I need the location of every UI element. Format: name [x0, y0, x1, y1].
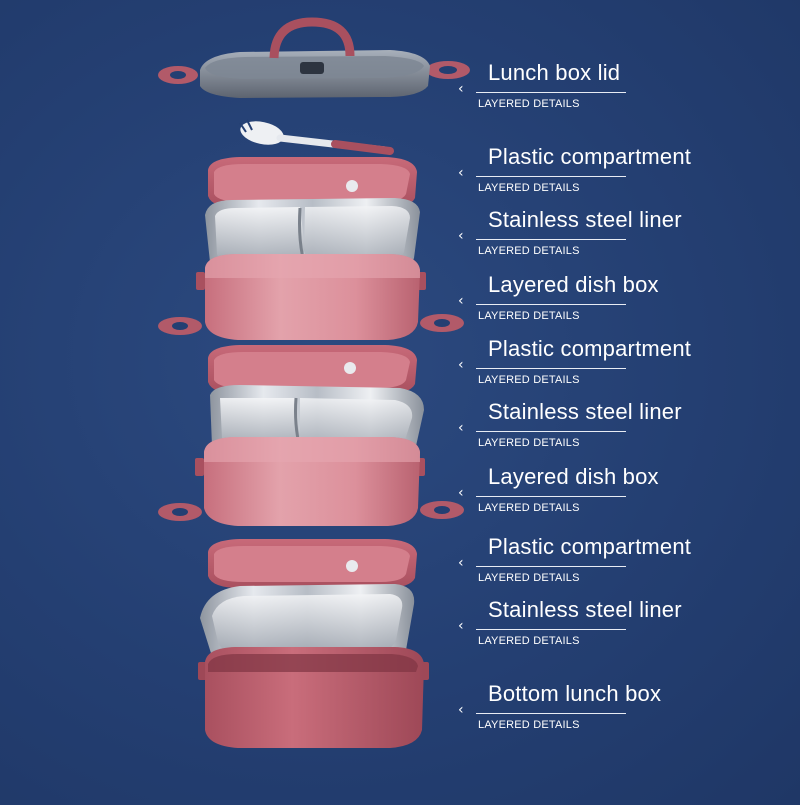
divider	[476, 92, 626, 93]
spork-utensil	[239, 119, 394, 155]
lid-part	[158, 17, 470, 98]
label-steel-liner-2: ‹ Stainless steel liner LAYERED DETAILS	[458, 399, 718, 449]
label-title: Layered dish box	[488, 272, 659, 297]
label-title: Plastic compartment	[488, 534, 692, 559]
label-subtitle: LAYERED DETAILS	[478, 245, 580, 257]
divider	[476, 629, 626, 630]
label-title: Stainless steel liner	[488, 597, 682, 622]
divider	[476, 566, 626, 567]
chevron-left-icon: ‹	[458, 702, 464, 718]
label-title: Stainless steel liner	[488, 207, 682, 232]
label-subtitle: LAYERED DETAILS	[478, 182, 580, 194]
label-steel-liner-1: ‹ Stainless steel liner LAYERED DETAILS	[458, 207, 718, 257]
label-dish-box-1: ‹ Layered dish box LAYERED DETAILS	[458, 272, 718, 322]
label-title: Plastic compartment	[488, 336, 692, 361]
label-plastic-compartment-3: ‹ Plastic compartment LAYERED DETAILS	[458, 534, 718, 584]
label-subtitle: LAYERED DETAILS	[478, 719, 580, 731]
plastic-compartment-2	[208, 345, 417, 394]
chevron-left-icon: ‹	[458, 165, 464, 181]
label-subtitle: LAYERED DETAILS	[478, 437, 580, 449]
label-lunch-box-lid: ‹ Lunch box lid LAYERED DETAILS	[458, 60, 718, 110]
label-plastic-compartment-2: ‹ Plastic compartment LAYERED DETAILS	[458, 336, 718, 386]
label-title: Stainless steel liner	[488, 399, 682, 424]
label-title: Lunch box lid	[488, 60, 621, 85]
label-subtitle: LAYERED DETAILS	[478, 572, 580, 584]
chevron-left-icon: ‹	[458, 420, 464, 436]
label-subtitle: LAYERED DETAILS	[478, 98, 580, 110]
label-plastic-compartment-1: ‹ Plastic compartment LAYERED DETAILS	[458, 144, 718, 194]
label-title: Plastic compartment	[488, 144, 692, 169]
divider	[476, 368, 626, 369]
label-subtitle: LAYERED DETAILS	[478, 310, 580, 322]
chevron-left-icon: ‹	[458, 293, 464, 309]
chevron-left-icon: ‹	[458, 357, 464, 373]
label-bottom-lunch-box: ‹ Bottom lunch box LAYERED DETAILS	[458, 681, 718, 731]
label-subtitle: LAYERED DETAILS	[478, 635, 580, 647]
chevron-left-icon: ‹	[458, 81, 464, 97]
bottom-box	[198, 647, 429, 748]
chevron-left-icon: ‹	[458, 555, 464, 571]
plastic-compartment-3	[208, 539, 417, 588]
label-subtitle: LAYERED DETAILS	[478, 374, 580, 386]
chevron-left-icon: ‹	[458, 228, 464, 244]
divider	[476, 496, 626, 497]
label-subtitle: LAYERED DETAILS	[478, 502, 580, 514]
label-steel-liner-3: ‹ Stainless steel liner LAYERED DETAILS	[458, 597, 718, 647]
plastic-compartment-1	[208, 157, 417, 208]
divider	[476, 713, 626, 714]
label-title: Bottom lunch box	[488, 681, 662, 706]
chevron-left-icon: ‹	[458, 485, 464, 501]
divider	[476, 176, 626, 177]
dish-box-2	[158, 437, 464, 526]
chevron-left-icon: ‹	[458, 618, 464, 634]
divider	[476, 239, 626, 240]
label-dish-box-2: ‹ Layered dish box LAYERED DETAILS	[458, 464, 718, 514]
label-title: Layered dish box	[488, 464, 659, 489]
dish-box-1	[158, 254, 464, 340]
divider	[476, 304, 626, 305]
divider	[476, 431, 626, 432]
